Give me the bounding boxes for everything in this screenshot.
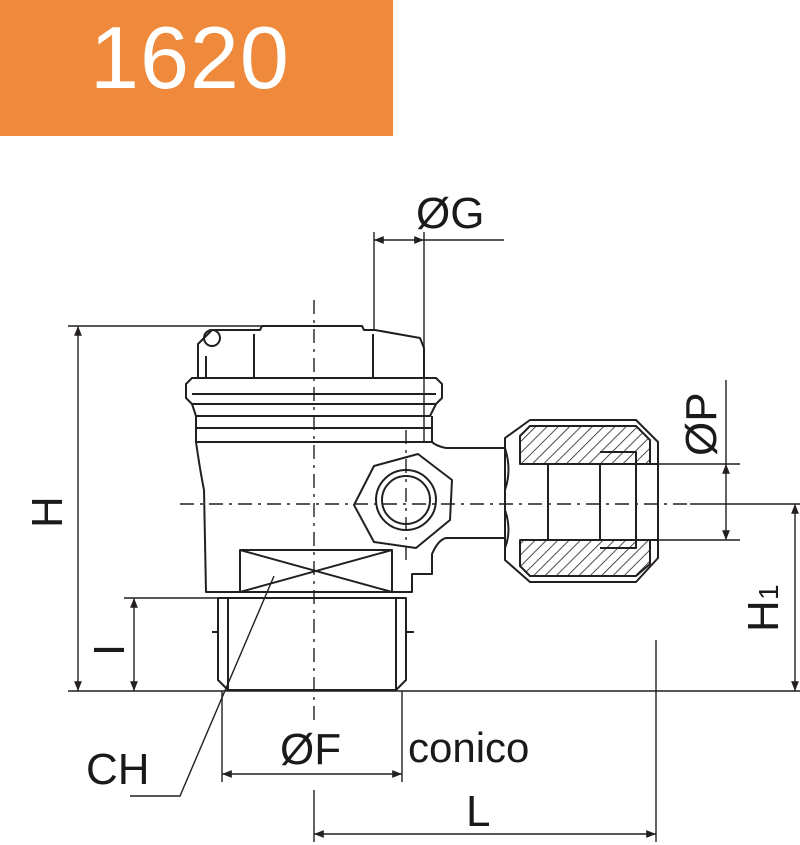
product-code-banner: 1620 — [0, 0, 393, 136]
label-h1: H — [739, 600, 788, 632]
threaded-connection — [206, 591, 414, 691]
centerlines — [180, 300, 690, 720]
valve-top-cap — [197, 325, 425, 379]
label-ch: CH — [86, 745, 150, 794]
label-h: H — [23, 496, 72, 528]
label-h1-sub: 1 — [753, 584, 784, 600]
compression-fitting — [504, 419, 659, 583]
side-port-hex — [353, 453, 453, 549]
dimension-lines — [68, 232, 800, 842]
label-g: ØG — [416, 189, 484, 238]
valve-body — [195, 441, 506, 593]
label-i: I — [85, 644, 134, 656]
product-code: 1620 — [90, 8, 290, 107]
label-conico: conico — [408, 724, 529, 771]
label-p: ØP — [677, 392, 726, 456]
label-f: ØF — [280, 725, 341, 774]
label-l: L — [466, 787, 490, 836]
